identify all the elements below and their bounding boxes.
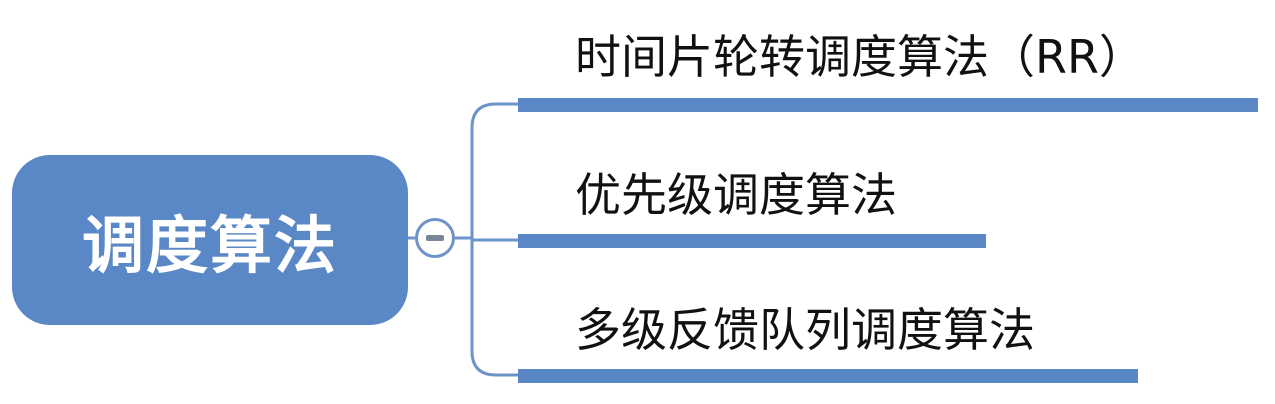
root-node[interactable]: 调度算法 (12, 155, 408, 325)
branch-underline-priority (518, 234, 986, 248)
branch-underline-rr (518, 98, 1258, 112)
branch-label-rr[interactable]: 时间片轮转调度算法（RR） (575, 30, 1145, 84)
collapse-button[interactable] (415, 218, 455, 258)
minus-icon (426, 235, 444, 241)
root-label: 调度算法 (81, 209, 338, 282)
branch-label-mlfq[interactable]: 多级反馈队列调度算法 (575, 303, 1035, 357)
branch-label-priority[interactable]: 优先级调度算法 (575, 168, 897, 222)
branch-underline-mlfq (518, 369, 1138, 383)
